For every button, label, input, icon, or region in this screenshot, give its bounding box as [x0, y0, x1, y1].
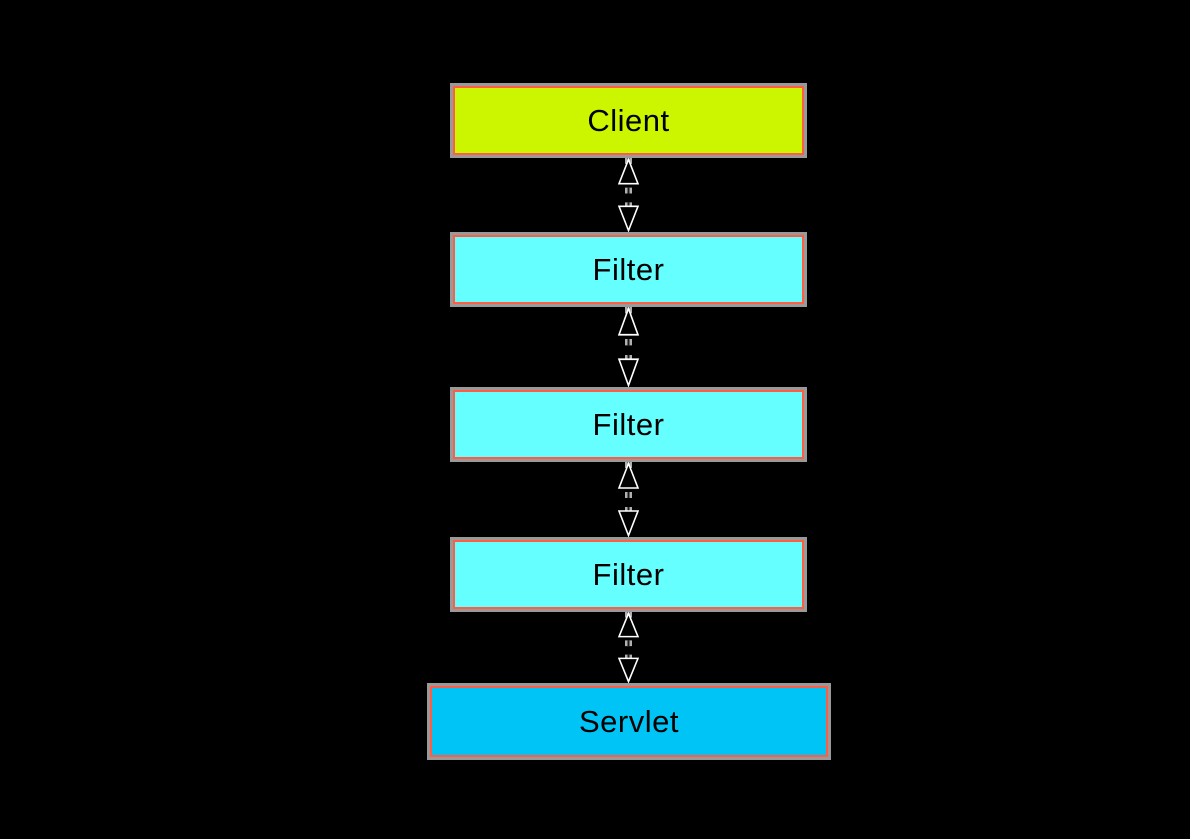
arrow-up-icon: [617, 612, 640, 638]
bidirectional-arrow-icon: [617, 307, 640, 387]
edge-filter3-servlet: [608, 612, 649, 683]
arrow-down-icon: [617, 205, 640, 232]
edge-filter2-filter3: [608, 462, 649, 537]
node-client-label: Client: [587, 102, 670, 138]
arrow-up-icon: [617, 158, 640, 185]
arrow-down-icon: [617, 358, 640, 387]
node-client: Client: [450, 83, 807, 158]
bidirectional-arrow-icon: [617, 158, 640, 232]
edge-filter1-filter2: [608, 307, 649, 387]
node-filter-1: Filter: [450, 232, 807, 307]
node-servlet: Servlet: [427, 683, 831, 760]
node-filter-2: Filter: [450, 387, 807, 462]
node-servlet-label: Servlet: [579, 703, 679, 739]
arrow-down-icon: [617, 657, 640, 683]
bidirectional-arrow-icon: [617, 612, 640, 683]
bidirectional-arrow-icon: [617, 462, 640, 537]
node-filter-2-label: Filter: [592, 406, 665, 442]
node-filter-3: Filter: [450, 537, 807, 612]
arrow-down-icon: [617, 510, 640, 537]
node-filter-3-label: Filter: [592, 556, 665, 592]
node-filter-1-label: Filter: [592, 251, 665, 287]
edge-client-filter1: [608, 158, 649, 232]
arrow-up-icon: [617, 307, 640, 336]
arrow-up-icon: [617, 462, 640, 489]
